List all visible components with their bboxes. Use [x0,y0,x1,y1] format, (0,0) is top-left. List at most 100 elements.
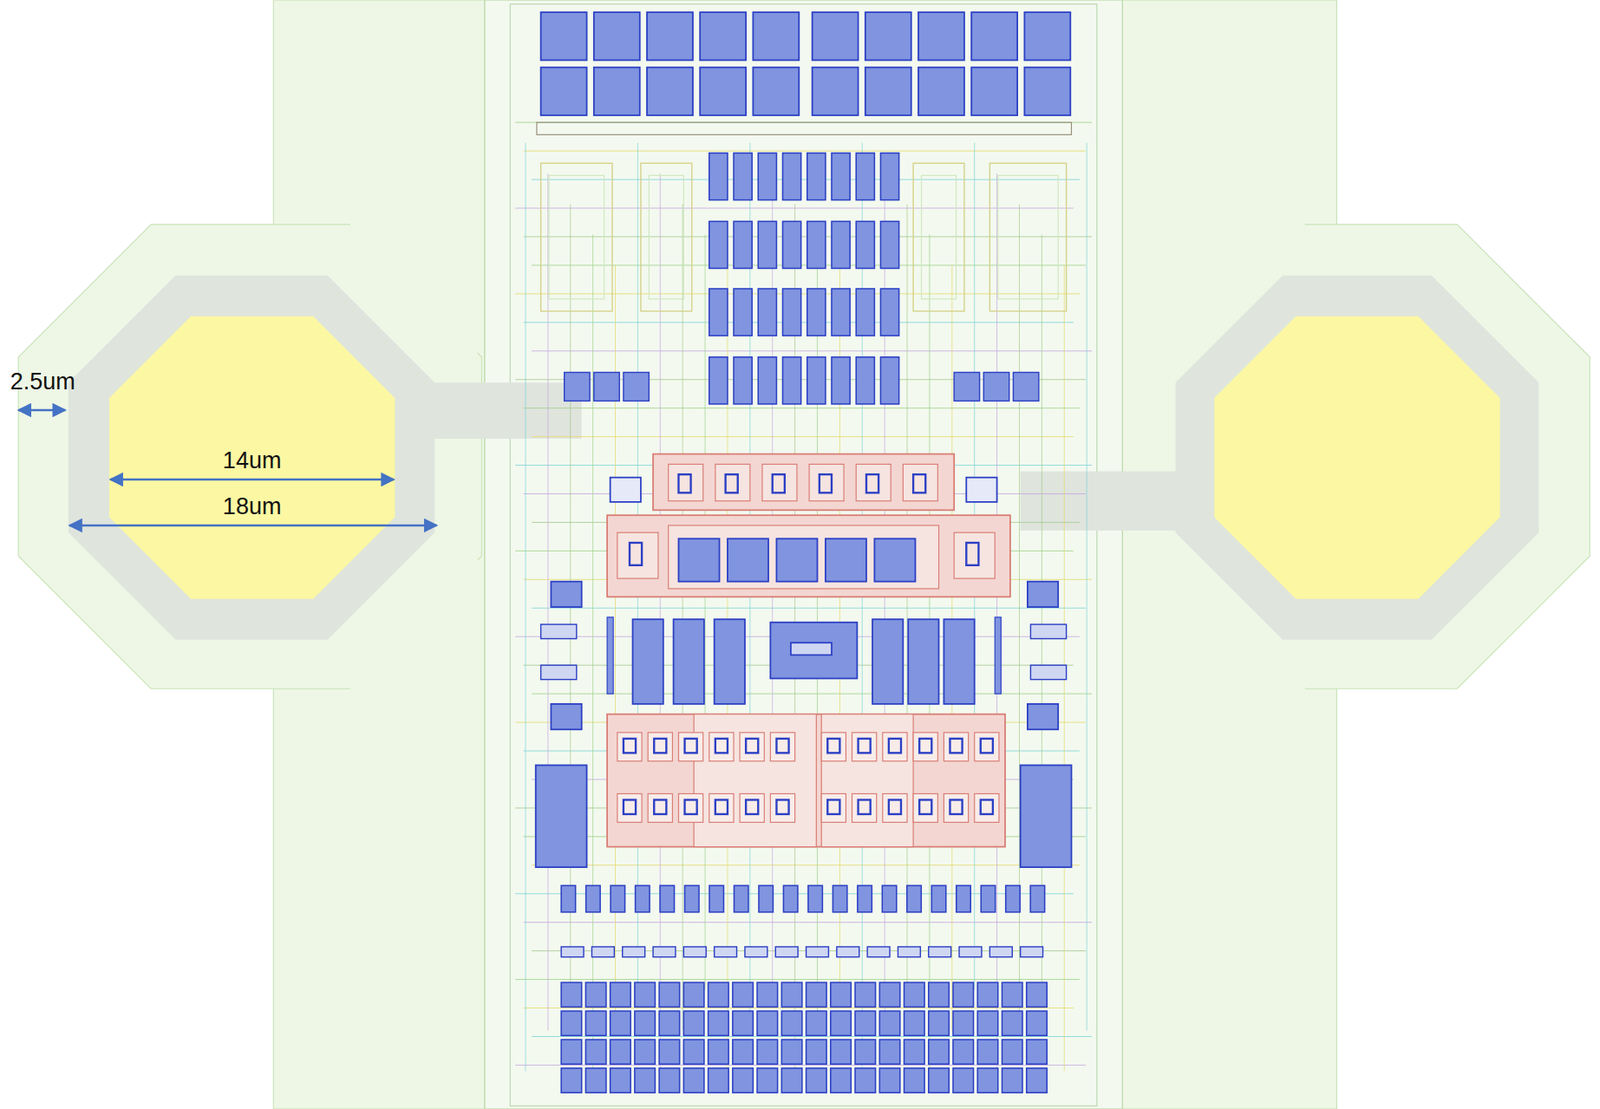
capacitor-cell [855,1068,876,1093]
device-frame [953,532,995,579]
device-gate [819,474,832,493]
transistor [709,885,724,913]
transistor-finger [880,288,899,336]
capacitor-cell [855,982,876,1007]
transistor-finger [733,357,752,405]
device-gate [827,799,840,814]
resistor [683,946,706,958]
transistor [594,372,620,401]
transistor [758,885,773,913]
capacitor-cell [1001,1068,1023,1093]
capacitor-cell [561,1039,582,1065]
capacitor-cell [865,67,912,116]
transistor [1027,581,1058,608]
capacitor-cell [659,1068,680,1093]
resistor [1030,665,1066,680]
device-gate [966,542,979,566]
capacitor-cell [928,1039,950,1065]
metal-wire [524,143,526,1072]
capacitor-cell [708,1068,730,1093]
device-frame [709,732,734,762]
transistor-finger [757,288,777,336]
capacitor-cell [634,1039,656,1065]
capacitor-cell [757,1039,778,1065]
transistor [808,885,823,913]
capacitor-cell [806,1011,828,1036]
device-gate [623,799,636,814]
capacitor-outline [913,163,965,312]
device-frame [668,525,940,589]
device-frame [770,732,795,762]
capacitor-cell [904,982,926,1007]
metal-wire [705,235,706,991]
capacitor-cell [610,982,632,1007]
capacitor-cell [977,1011,999,1036]
device-frame [943,793,968,823]
device-gate [653,738,667,753]
resistor [806,946,830,958]
transistor-finger [733,221,752,268]
capacitor-cell [918,67,965,116]
transistor-finger [782,221,801,268]
resistor [561,946,584,958]
capacitor-cell [634,982,656,1007]
capacitor-cell [781,1011,803,1036]
capacitor-cell [585,1068,607,1093]
capacitor-cell [683,982,705,1007]
device-gate [715,738,728,753]
transistor-finger [831,288,850,336]
capacitor-cell [708,982,730,1007]
capacitor-cell [752,67,799,116]
transistor-finger [782,357,801,405]
capacitor-cell [953,1039,974,1065]
transistor [776,538,817,582]
resistor [1020,946,1044,958]
transistor-finger [807,152,826,200]
device-gate [745,738,758,753]
transistor [832,885,847,913]
device-gate [980,738,993,753]
metal-wire [1086,143,1088,1032]
metal-wire [523,1007,1074,1009]
device-gate [949,738,962,753]
device-frame [770,793,795,823]
transistor [874,538,915,582]
device-frame [709,793,734,823]
pad-trace [428,382,582,439]
device-frame [693,714,817,848]
capacitor-cell [1001,982,1023,1007]
device-frame [852,732,877,762]
device-gate [827,738,840,753]
device-gate [623,738,636,753]
capacitor-cell [561,982,582,1007]
transistor-finger [831,152,850,200]
device-gate [888,799,902,814]
metal-wire [592,235,594,1072]
pad-octagon [18,224,482,689]
metal-wire [515,1064,1086,1066]
capacitor-cell [977,982,999,1007]
capacitor-cell [659,982,680,1007]
capacitor-cell [752,12,799,60]
capacitor-cell [1026,1039,1048,1065]
transistor [770,622,857,680]
transistor-finger [757,357,777,405]
capacitor-cell [561,1068,582,1093]
capacitor-cell [561,1011,582,1036]
capacitor-cell [855,1039,876,1065]
capacitor-cell [535,764,588,868]
metal-wire [531,693,1092,695]
device-frame [647,732,673,762]
capacitor-cell [977,1039,999,1065]
capacitor-cell [879,1068,901,1093]
capacitor-cell [830,1068,852,1093]
transistor [635,885,650,913]
capacitor-cell [830,982,852,1007]
capacitor-cell [1020,764,1072,868]
device-gate [866,474,879,493]
transistor-finger [782,152,801,200]
metal-wire [515,979,1080,980]
transistor [659,885,674,913]
resistor [989,946,1013,958]
capacitor-outline [648,175,684,299]
